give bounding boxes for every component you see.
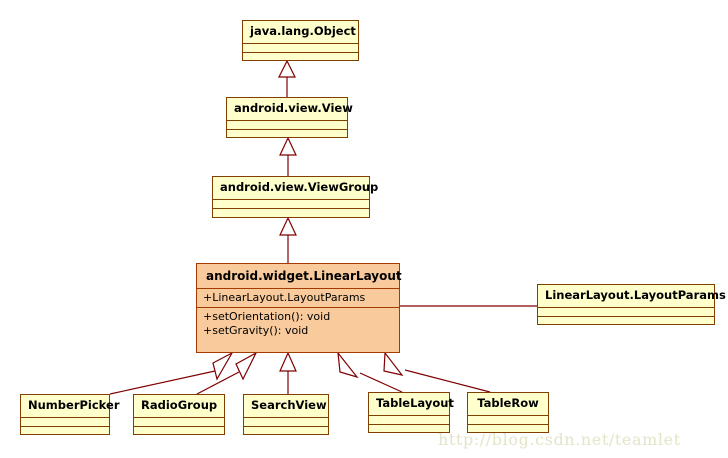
- class-attribute-row: +LinearLayout.LayoutParams: [203, 291, 366, 304]
- generalization-viewgroup-to-view: [279, 136, 297, 176]
- class-box-android-view-view[interactable]: android.view.View: [226, 97, 353, 139]
- class-operations-android-widget-linearlayout: +setOrientation(): void +setGravity(): v…: [197, 308, 399, 340]
- class-box-table-row[interactable]: TableRow: [467, 392, 549, 433]
- class-attributes-java-lang-object: [243, 44, 358, 53]
- class-operations-table-layout: [369, 425, 449, 434]
- class-name-android-view-view: android.view.View: [227, 98, 353, 121]
- generalization-radiogroup-to-linearlayout: [196, 351, 258, 395]
- class-name-table-layout: TableLayout: [369, 393, 454, 416]
- class-box-java-lang-object[interactable]: java.lang.Object: [242, 20, 359, 61]
- generalization-tablelayout-to-linearlayout: [337, 351, 403, 393]
- class-name-linearlayout-layoutparams: LinearLayout.LayoutParams: [538, 285, 726, 308]
- class-name-search-view: SearchView: [244, 395, 328, 418]
- class-attributes-search-view: [244, 418, 328, 427]
- class-operations-android-view-viewgroup: [213, 209, 369, 218]
- class-box-search-view[interactable]: SearchView: [243, 394, 329, 435]
- class-operations-search-view: [244, 427, 328, 436]
- class-name-android-widget-linearlayout: android.widget.LinearLayout: [197, 264, 402, 289]
- generalization-searchview-to-linearlayout: [279, 351, 297, 394]
- class-name-radio-group: RadioGroup: [134, 395, 224, 418]
- class-name-table-row: TableRow: [468, 393, 548, 416]
- class-name-android-view-viewgroup: android.view.ViewGroup: [213, 177, 378, 200]
- class-operation-row: +setGravity(): void: [203, 324, 309, 337]
- class-attributes-android-view-viewgroup: [213, 200, 369, 209]
- generalization-numberpicker-to-linearlayout: [109, 351, 234, 395]
- class-box-linearlayout-layoutparams[interactable]: LinearLayout.LayoutParams: [537, 284, 726, 326]
- class-name-java-lang-object: java.lang.Object: [243, 21, 358, 44]
- class-attributes-android-view-view: [227, 121, 347, 130]
- class-attributes-android-widget-linearlayout: +LinearLayout.LayoutParams: [197, 289, 399, 308]
- class-operations-radio-group: [134, 427, 224, 436]
- class-operation-row: +setOrientation(): void: [203, 310, 331, 323]
- class-operations-table-row: [468, 425, 548, 434]
- watermark-text: http://blog.csdn.net/teamlet: [438, 430, 681, 449]
- class-operations-linearlayout-layoutparams: [538, 317, 714, 326]
- class-attributes-radio-group: [134, 418, 224, 427]
- class-attributes-table-layout: [369, 416, 449, 425]
- class-attributes-table-row: [468, 416, 548, 425]
- class-operations-java-lang-object: [243, 53, 358, 62]
- generalization-view-to-object: [278, 59, 296, 97]
- class-attributes-linearlayout-layoutparams: [538, 308, 714, 317]
- class-box-android-view-viewgroup[interactable]: android.view.ViewGroup: [212, 176, 378, 218]
- class-operations-android-view-view: [227, 130, 347, 139]
- class-box-number-picker[interactable]: NumberPicker: [20, 394, 120, 436]
- generalization-linearlayout-to-viewgroup: [279, 216, 297, 263]
- class-attributes-number-picker: [21, 418, 109, 427]
- class-box-table-layout[interactable]: TableLayout: [368, 392, 454, 434]
- class-operations-number-picker: [21, 427, 109, 436]
- class-name-number-picker: NumberPicker: [21, 395, 120, 418]
- class-box-android-widget-linearlayout[interactable]: android.widget.LinearLayout +LinearLayou…: [196, 263, 402, 353]
- generalization-tablerow-to-linearlayout: [383, 351, 491, 393]
- class-box-radio-group[interactable]: RadioGroup: [133, 394, 225, 435]
